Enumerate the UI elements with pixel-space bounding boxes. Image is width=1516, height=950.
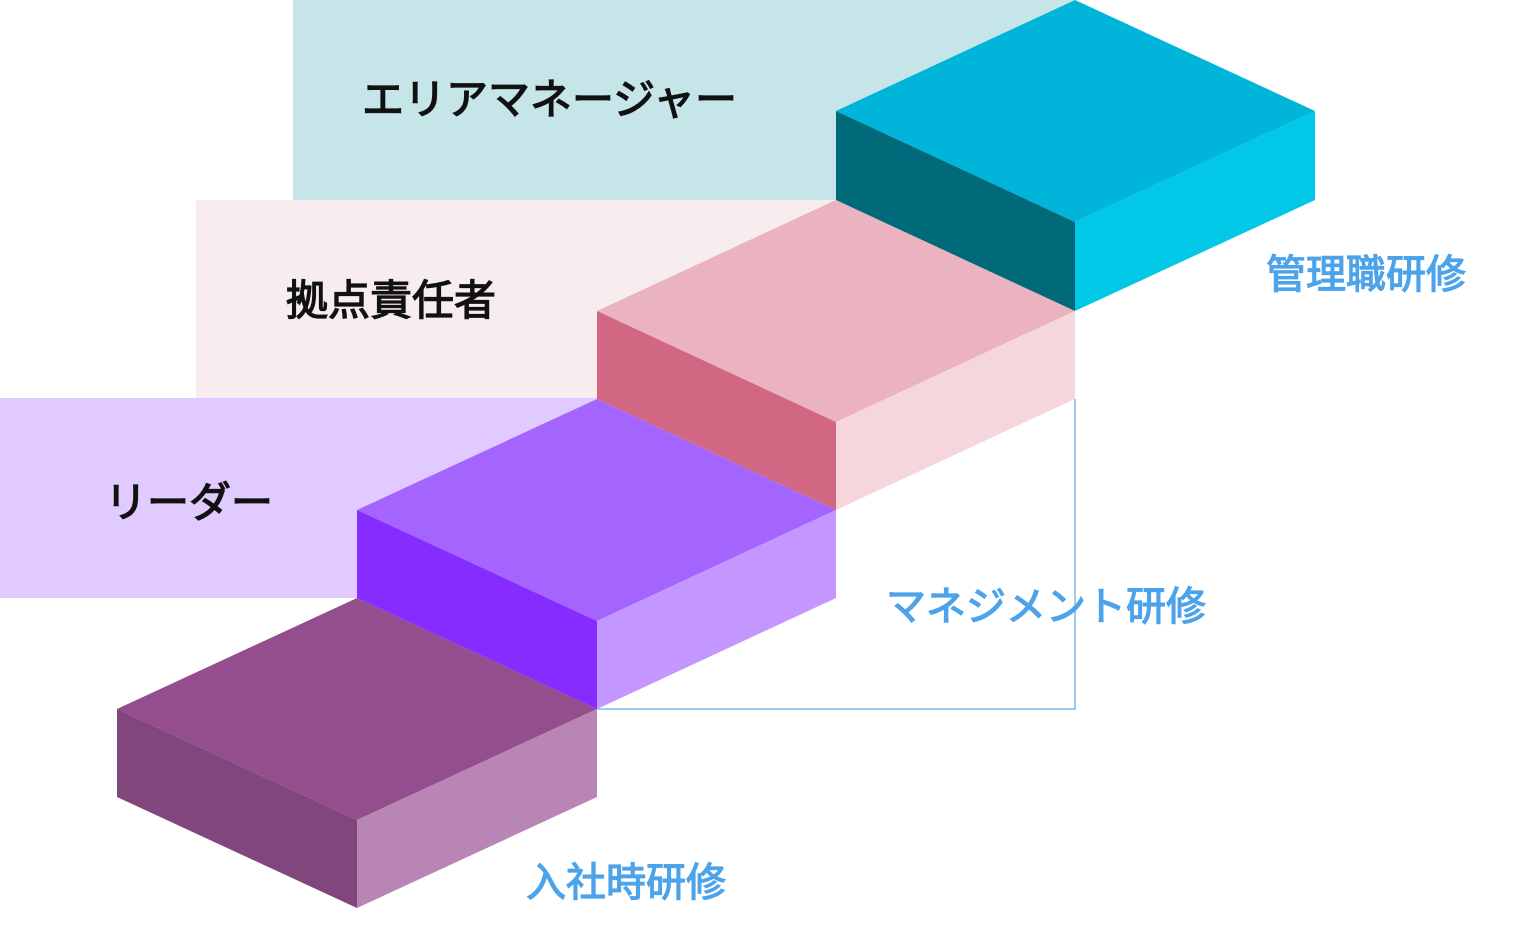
step-site-manager-side (597, 311, 836, 510)
step-leader-side (357, 510, 597, 709)
step-area-manager-front (1075, 111, 1315, 311)
caption-management-training: マネジメント研修 (886, 584, 1207, 630)
level-label-area-manager: エリアマネージャー (362, 75, 737, 124)
caption-manager-training: 管理職研修 (1266, 252, 1467, 298)
step-area-manager-side (836, 111, 1075, 311)
step-area-manager (836, 0, 1315, 311)
level-label-site-manager: 拠点責任者 (286, 276, 496, 325)
caption-entry-training: 入社時研修 (526, 860, 727, 906)
step-area-manager-top (836, 0, 1315, 222)
step-leader-front (597, 510, 836, 709)
step-leader-top (357, 399, 836, 621)
step-site-manager-front (836, 311, 1075, 510)
step-entry-front (357, 709, 597, 908)
step-entry-side (117, 709, 357, 908)
step-leader (357, 399, 836, 709)
level-label-leader: リーダー (105, 478, 273, 527)
management-training-bracket (597, 399, 1076, 710)
